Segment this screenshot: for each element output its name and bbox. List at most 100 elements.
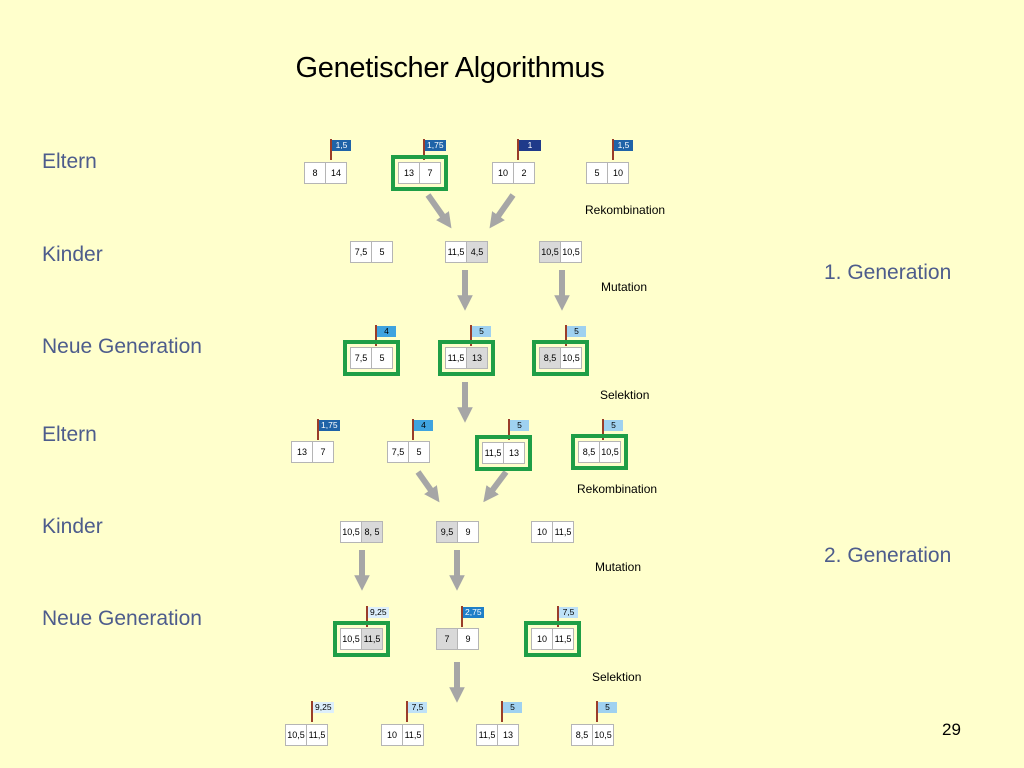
step-label-selektion-2: Selektion	[592, 670, 642, 684]
fitness-flag: 9,25	[366, 606, 394, 627]
fitness-flag: 1,5	[330, 139, 358, 160]
gene-cell: 10,5	[592, 725, 613, 745]
gene-cell: 5	[408, 442, 429, 462]
fitness-value: 9,25	[368, 607, 389, 618]
fitness-flag: 5	[470, 325, 498, 346]
gene-cell: 5	[587, 163, 607, 183]
gene-cell: 11,5	[552, 629, 573, 649]
gene-cell: 11,5	[446, 242, 466, 262]
row-label-neue-generation-2: Neue Generation	[42, 607, 202, 630]
step-label-mutation-2: Mutation	[595, 560, 642, 574]
gene-cell-mutated: 9,5	[437, 522, 457, 542]
gene-cell: 2	[513, 163, 534, 183]
row-label-eltern-2: Eltern	[42, 423, 97, 446]
fitness-flag: 4	[412, 419, 440, 440]
gene-cell-mutated: 8, 5	[361, 522, 382, 542]
fitness-value: 7,5	[408, 702, 427, 713]
gene-cell: 7,5	[351, 242, 371, 262]
gene-cell-mutated: 8,5	[540, 348, 560, 368]
gene-cell: 13	[503, 443, 524, 463]
page-title: Genetischer Algorithmus	[295, 52, 605, 84]
fitness-value: 5	[567, 326, 586, 337]
gene-cell: 11,5	[477, 725, 497, 745]
fitness-value: 5	[598, 702, 617, 713]
fitness-value: 1,5	[614, 140, 633, 151]
fitness-value: 5	[510, 420, 529, 431]
fitness-value: 5	[472, 326, 491, 337]
gene-cell: 8,5	[579, 442, 599, 462]
fitness-value: 1,5	[332, 140, 351, 151]
gene-cell-mutated: 13	[466, 348, 487, 368]
step-label-selektion-1: Selektion	[600, 388, 650, 402]
fitness-flag: 9,25	[311, 701, 339, 722]
fitness-value: 7,5	[559, 607, 578, 618]
gene-cell: 13	[399, 163, 419, 183]
fitness-value: 1,75	[425, 140, 446, 151]
gene-cell: 10	[607, 163, 628, 183]
gene-cell-mutated: 7	[437, 629, 457, 649]
step-label-rekombination-1: Rekombination	[585, 203, 666, 217]
gene-cell: 5	[371, 348, 392, 368]
fitness-flag: 1	[517, 139, 545, 160]
fitness-value: 4	[414, 420, 433, 431]
fitness-flag: 5	[508, 419, 536, 440]
gene-cell: 11,5	[402, 725, 423, 745]
arrow-recombination-right-1	[489, 193, 516, 229]
gene-cell: 7	[312, 442, 333, 462]
gene-cell: 10,5	[341, 629, 361, 649]
gene-cell: 8	[305, 163, 325, 183]
arrow-recombination-right-2	[483, 470, 509, 503]
fitness-flag: 7,5	[557, 606, 585, 627]
fitness-flag: 1,5	[612, 139, 640, 160]
gene-cell: 13	[292, 442, 312, 462]
step-label-mutation-1: Mutation	[601, 280, 648, 294]
fitness-flag: 5	[501, 701, 529, 722]
gene-cell: 8,5	[572, 725, 592, 745]
fitness-value: 9,25	[313, 702, 334, 713]
arrow-recombination-left-1	[425, 193, 452, 229]
gene-cell: 11,5	[552, 522, 573, 542]
gene-cell: 10,5	[286, 725, 306, 745]
fitness-flag: 5	[602, 419, 630, 440]
row-label-kinder-1: Kinder	[42, 243, 103, 266]
gene-cell: 10,5	[560, 348, 581, 368]
step-label-rekombination-2: Rekombination	[577, 482, 658, 496]
fitness-value: 5	[503, 702, 522, 713]
fitness-value: 4	[377, 326, 396, 337]
gene-cell: 7	[419, 163, 440, 183]
gene-cell: 5	[371, 242, 392, 262]
fitness-value: 5	[604, 420, 623, 431]
fitness-flag: 1,75	[423, 139, 451, 160]
fitness-flag: 7,5	[406, 701, 434, 722]
row-label-neue-generation-1: Neue Generation	[42, 335, 202, 358]
fitness-flag: 2,75	[461, 606, 489, 627]
gene-cell-mutated: 11,5	[361, 629, 382, 649]
gene-cell: 11,5	[446, 348, 466, 368]
gene-cell: 9	[457, 522, 478, 542]
arrow-recombination-left-2	[415, 470, 440, 503]
gene-cell: 10	[532, 522, 552, 542]
gene-cell: 10,5	[599, 442, 620, 462]
gene-cell: 9	[457, 629, 478, 649]
gene-cell: 14	[325, 163, 346, 183]
gene-cell: 11,5	[306, 725, 327, 745]
gene-cell-mutated: 4,5	[466, 242, 487, 262]
